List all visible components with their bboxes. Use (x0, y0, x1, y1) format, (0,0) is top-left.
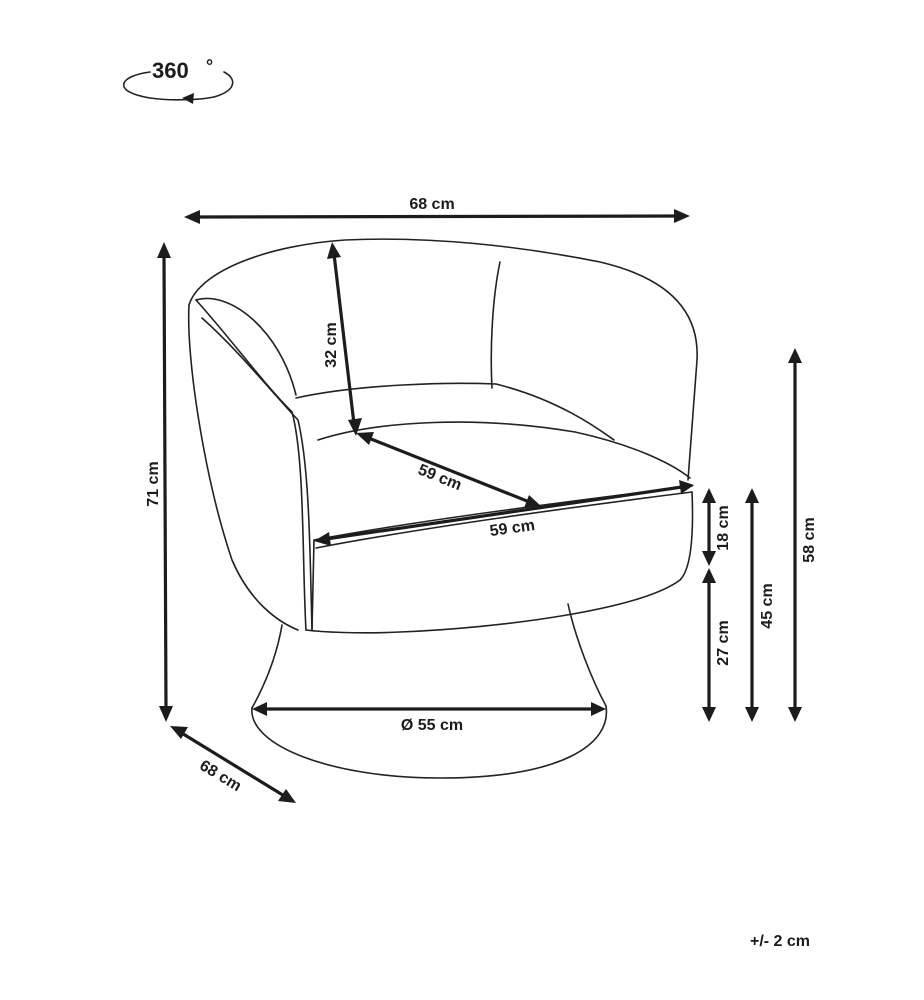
seat-height-label: 45 cm (759, 583, 776, 628)
seat-left-side (311, 539, 315, 631)
rotation-arrow-icon (122, 71, 234, 104)
pedestal-bottom-ellipse (251, 705, 608, 779)
backrest-seam (490, 261, 501, 389)
seat-cushion-height-dimension: 18 cm (702, 488, 732, 566)
left-armrest-inner (195, 299, 307, 631)
tolerance-note: +/- 2 cm (750, 933, 810, 950)
seat-cushion-front-piping (315, 491, 693, 549)
armrest-height-dimension: 58 cm (788, 348, 818, 722)
pedestal-left (251, 624, 283, 709)
overall-depth-dimension: 68 cm (170, 726, 296, 803)
rotation-degree-symbol: ° (206, 56, 213, 76)
backrest-inner-edge (195, 297, 297, 396)
seat-front-body (305, 491, 694, 634)
left-armrest-piping (201, 317, 313, 631)
base-diameter-label: Ø 55 cm (401, 717, 463, 734)
seat-height-dimension: 45 cm (745, 488, 776, 722)
seat-cushion-height-label: 18 cm (715, 505, 732, 550)
left-armrest-outline (187, 304, 299, 631)
overall-width-dimension: 68 cm (184, 196, 690, 224)
armchair-outline (187, 238, 698, 779)
armrest-height-label: 58 cm (801, 517, 818, 562)
seat-cushion-top (317, 421, 691, 479)
rotation-360-symbol: 360 ° (122, 56, 234, 104)
overall-height-dimension: 71 cm (145, 242, 173, 722)
back-seat-junction (295, 382, 497, 399)
overall-height-label: 71 cm (145, 461, 162, 506)
base-diameter-dimension: Ø 55 cm (252, 702, 606, 734)
seat-depth-dimension: 59 cm (356, 432, 542, 508)
pedestal-right (567, 603, 607, 707)
base-height-dimension: 27 cm (702, 568, 732, 722)
seat-width-dimension: 59 cm (314, 480, 694, 546)
overall-depth-label: 68 cm (196, 757, 244, 795)
right-armrest-inner (495, 383, 615, 441)
backrest-height-label: 32 cm (323, 322, 340, 367)
overall-width-label: 68 cm (409, 196, 454, 213)
chair-shell-outline (188, 238, 698, 481)
rotation-360-label: 360 (152, 58, 189, 83)
base-height-label: 27 cm (715, 620, 732, 665)
backrest-height-dimension: 32 cm (323, 242, 362, 436)
seat-width-label: 59 cm (489, 517, 536, 540)
